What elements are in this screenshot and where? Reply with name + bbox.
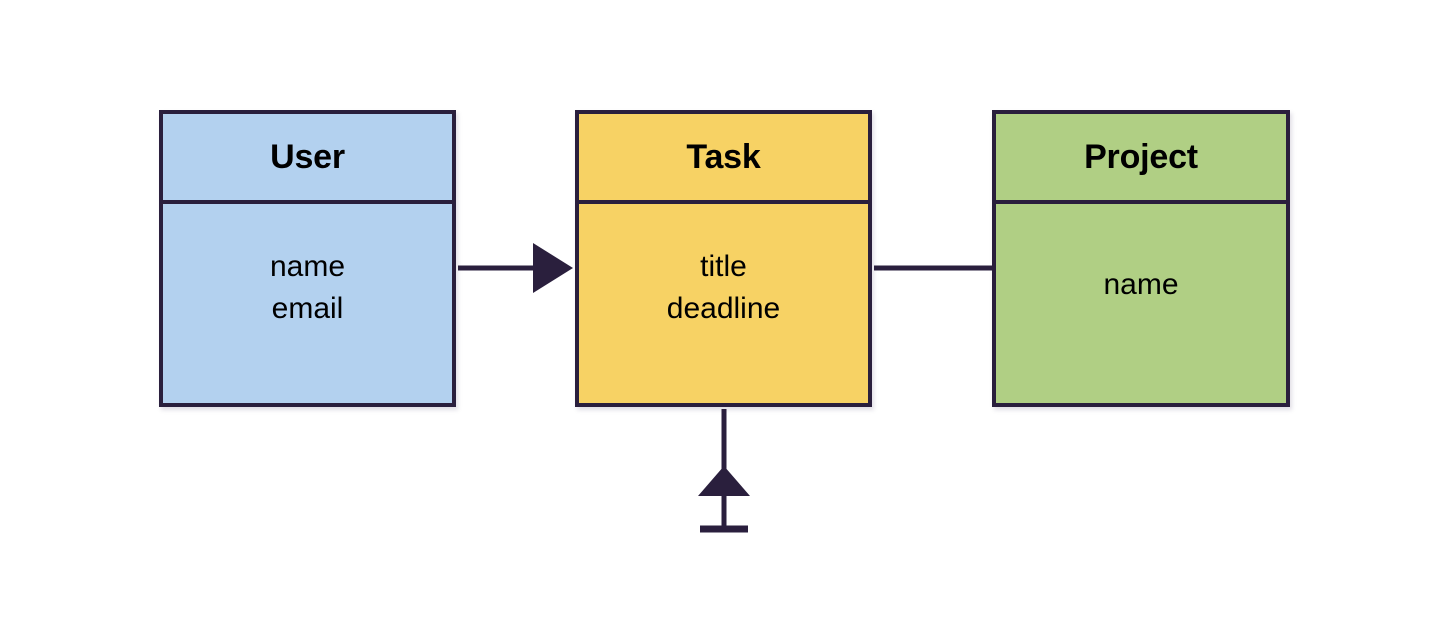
attribute-item: title	[700, 250, 747, 283]
entity-title-project: Project	[1084, 138, 1198, 176]
entity-header-project: Project	[996, 114, 1286, 204]
entity-box-user[interactable]: User name email	[159, 110, 456, 407]
entity-body-project: name	[996, 204, 1286, 403]
relationship-user-to-task	[458, 243, 573, 293]
arrowhead-filled-triangle	[533, 243, 573, 293]
entity-box-project[interactable]: Project name	[992, 110, 1290, 407]
entity-body-task: title deadline	[579, 204, 868, 403]
attribute-item: deadline	[666, 292, 781, 325]
attribute-item: email	[271, 292, 344, 325]
arrowhead-filled-triangle	[698, 466, 750, 496]
entity-body-user: name email	[163, 204, 452, 403]
relationship-task-self	[698, 409, 750, 533]
attribute-item: name	[269, 250, 346, 283]
attribute-list-project: name	[996, 264, 1286, 306]
attribute-list-task: title deadline	[579, 246, 868, 330]
entity-title-task: Task	[686, 138, 761, 176]
entity-header-task: Task	[579, 114, 868, 204]
attribute-item: name	[1103, 268, 1179, 301]
entity-title-user: User	[270, 138, 345, 176]
entity-box-task[interactable]: Task title deadline	[575, 110, 872, 407]
entity-header-user: User	[163, 114, 452, 204]
attribute-list-user: name email	[163, 246, 452, 330]
